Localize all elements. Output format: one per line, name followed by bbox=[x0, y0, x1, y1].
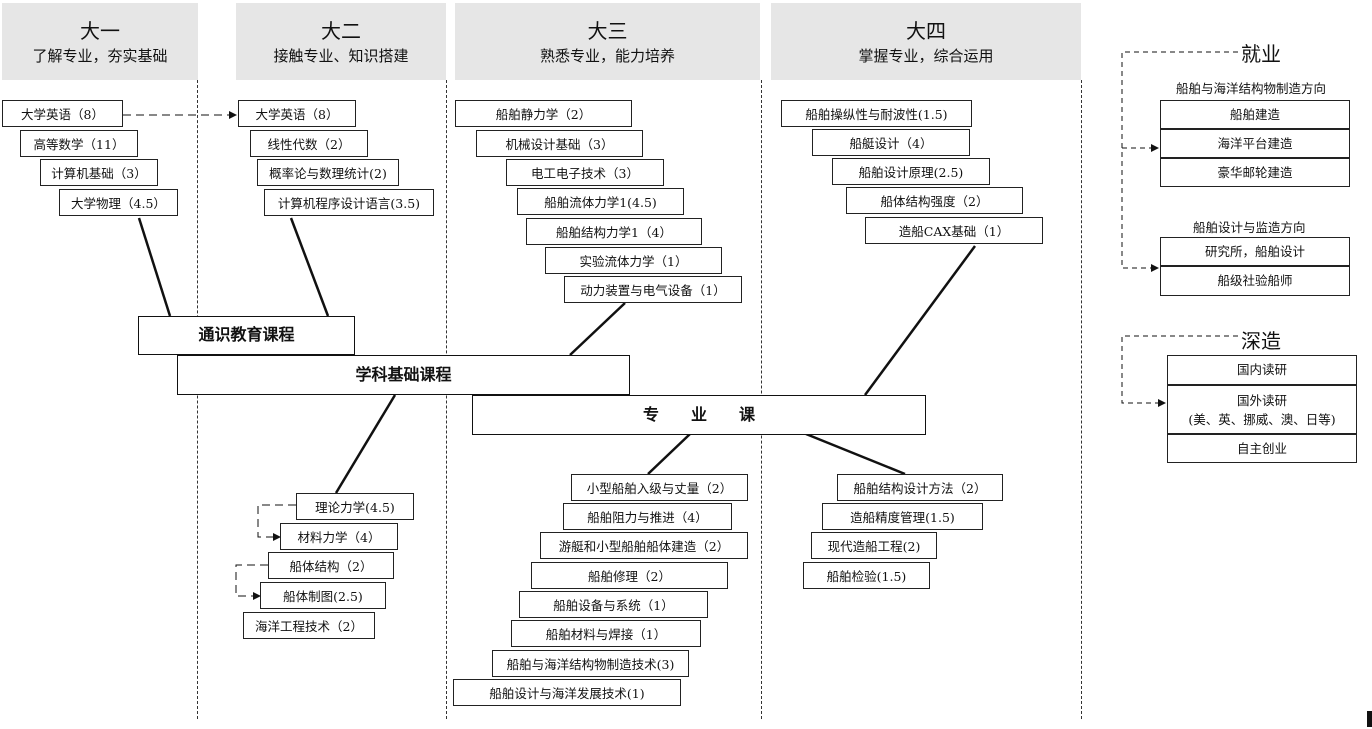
career-box: 国内读研 bbox=[1167, 355, 1357, 385]
year-title: 大二 bbox=[321, 19, 361, 43]
career-box-line: 国外读研 bbox=[1236, 393, 1287, 408]
career-box: 研究所，船舶设计 bbox=[1160, 237, 1350, 266]
branch-line bbox=[863, 245, 977, 396]
course-box: 船舶结构设计方法（2） bbox=[837, 474, 1003, 501]
column-divider bbox=[1081, 80, 1082, 719]
branch-line bbox=[569, 302, 626, 356]
course-box: 游艇和小型船舶船体建造（2） bbox=[540, 532, 748, 559]
course-box: 大学英语（8） bbox=[2, 100, 123, 127]
course-box: 计算机程序设计语言(3.5) bbox=[264, 189, 434, 216]
course-box: 船舶操纵性与耐波性(1.5) bbox=[781, 100, 972, 127]
career-box: 船舶建造 bbox=[1160, 100, 1350, 129]
course-box: 小型船舶入级与丈量（2） bbox=[571, 474, 748, 501]
course-box: 船艇设计（4） bbox=[812, 129, 970, 156]
branch-line bbox=[805, 432, 906, 476]
career-box: 海洋平台建造 bbox=[1160, 129, 1350, 158]
year-header-1: 大一 了解专业，夯实基础 bbox=[2, 3, 198, 80]
branch-line bbox=[647, 433, 691, 475]
course-box: 造船精度管理(1.5) bbox=[822, 503, 983, 530]
employment-title: 就业 bbox=[1241, 42, 1281, 66]
course-box: 概率论与数理统计(2) bbox=[257, 159, 399, 186]
year-subtitle: 了解专业，夯实基础 bbox=[32, 47, 168, 65]
course-box: 电工电子技术（3） bbox=[506, 159, 664, 186]
year-header-2: 大二 接触专业、知识搭建 bbox=[236, 3, 446, 80]
subject-foundation-spine: 学科基础课程 bbox=[177, 355, 630, 395]
career-box-line: (美、英、挪威、澳、日等) bbox=[1188, 412, 1336, 427]
direction-title: 船舶与海洋结构物制造方向 bbox=[1176, 81, 1327, 96]
course-box: 船体制图(2.5) bbox=[260, 582, 386, 609]
branch-line bbox=[289, 217, 330, 317]
course-box: 船舶修理（2） bbox=[531, 562, 728, 589]
dashed-arrow bbox=[235, 564, 268, 600]
course-box: 船舶阻力与推进（4） bbox=[563, 503, 732, 530]
course-box: 机械设计基础（3） bbox=[476, 130, 643, 157]
course-box: 大学物理（4.5） bbox=[59, 189, 178, 216]
course-box: 船舶设计与海洋发展技术(1) bbox=[453, 679, 681, 706]
further-study-title: 深造 bbox=[1241, 329, 1281, 353]
year-title: 大四 bbox=[906, 19, 946, 43]
course-box: 船体结构（2） bbox=[268, 552, 394, 579]
dashed-arrow bbox=[1121, 335, 1238, 407]
branch-line bbox=[334, 394, 397, 494]
year-subtitle: 熟悉专业，能力培养 bbox=[539, 47, 675, 65]
year-header-4: 大四 掌握专业，综合运用 bbox=[771, 3, 1081, 80]
course-box: 现代造船工程(2) bbox=[811, 532, 937, 559]
course-box: 理论力学(4.5) bbox=[296, 493, 414, 520]
corner-mark bbox=[1367, 711, 1372, 727]
course-box: 船舶材料与焊接（1） bbox=[511, 620, 701, 647]
year-title: 大一 bbox=[80, 19, 120, 43]
course-box: 线性代数（2） bbox=[250, 130, 368, 157]
direction-title: 船舶设计与监造方向 bbox=[1193, 220, 1306, 235]
career-box: 豪华邮轮建造 bbox=[1160, 158, 1350, 187]
year-subtitle: 掌握专业，综合运用 bbox=[858, 47, 994, 65]
course-box: 造船CAX基础（1） bbox=[865, 217, 1043, 244]
branch-line bbox=[137, 217, 172, 317]
course-box: 实验流体力学（1） bbox=[545, 247, 722, 274]
year-header-3: 大三 熟悉专业，能力培养 bbox=[455, 3, 760, 80]
course-box: 船舶静力学（2） bbox=[455, 100, 632, 127]
course-box: 材料力学（4） bbox=[280, 523, 398, 550]
major-course-spine: 专 业 课 bbox=[472, 395, 926, 435]
column-divider bbox=[446, 80, 447, 719]
course-box: 船舶检验(1.5) bbox=[803, 562, 930, 589]
course-box: 计算机基础（3） bbox=[40, 159, 158, 186]
career-box-overseas: 国外读研 (美、英、挪威、澳、日等) bbox=[1167, 385, 1357, 434]
course-box: 船舶设备与系统（1） bbox=[519, 591, 708, 618]
course-box: 船舶设计原理(2.5) bbox=[832, 158, 990, 185]
career-box: 船级社验船师 bbox=[1160, 266, 1350, 296]
career-box: 自主创业 bbox=[1167, 434, 1357, 463]
dashed-arrow bbox=[1121, 51, 1238, 272]
course-box: 船舶流体力学1(4.5) bbox=[517, 188, 684, 215]
year-title: 大三 bbox=[587, 19, 628, 43]
course-box: 大学英语（8） bbox=[238, 100, 356, 127]
dashed-arrow bbox=[257, 504, 296, 541]
course-box: 船体结构强度（2） bbox=[846, 187, 1023, 214]
course-box: 船舶结构力学1（4） bbox=[526, 218, 702, 245]
course-box: 海洋工程技术（2） bbox=[243, 612, 375, 639]
year-subtitle: 接触专业、知识搭建 bbox=[273, 47, 409, 65]
general-education-spine: 通识教育课程 bbox=[138, 316, 355, 355]
course-box: 高等数学（11） bbox=[20, 130, 138, 157]
column-divider bbox=[197, 80, 198, 719]
course-box: 船舶与海洋结构物制造技术(3) bbox=[492, 650, 689, 677]
course-box: 动力装置与电气设备（1） bbox=[564, 276, 742, 303]
